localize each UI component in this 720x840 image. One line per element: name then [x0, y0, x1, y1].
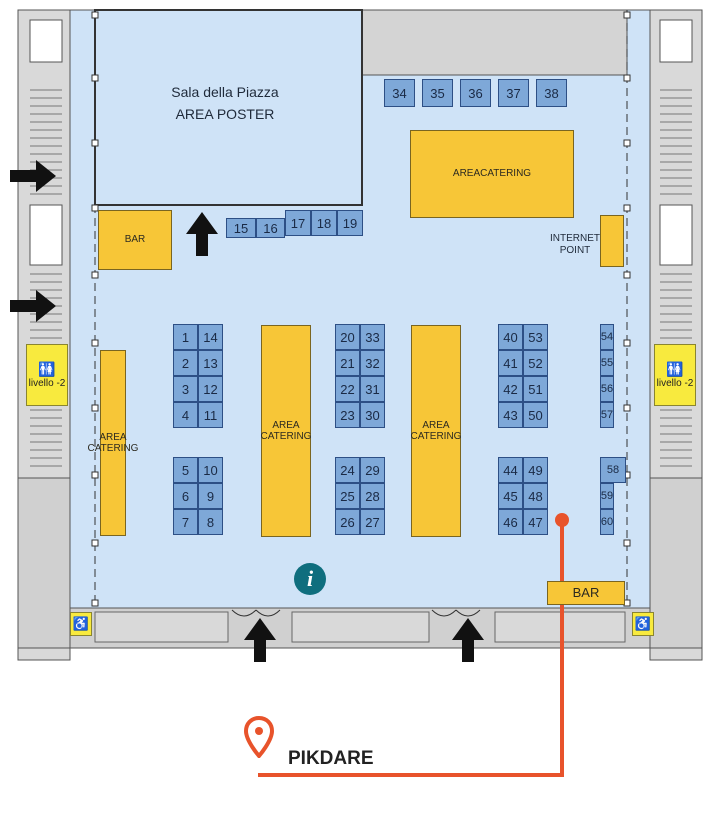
- booth-60: 60: [600, 509, 614, 535]
- booth-12: 12: [198, 376, 223, 402]
- booth-26: 26: [335, 509, 360, 535]
- stairs-left: 🚻 livello -2: [26, 344, 68, 406]
- booth-43: 43: [498, 402, 523, 428]
- internet-word-1: INTERNET: [550, 233, 600, 244]
- bar-area-left: BAR: [98, 210, 172, 270]
- booth-13: 13: [198, 350, 223, 376]
- booth-21: 21: [335, 350, 360, 376]
- booth-9: 9: [198, 483, 223, 509]
- booth-48: 48: [523, 483, 548, 509]
- info-point-icon: i: [294, 563, 326, 595]
- booth-37: 37: [498, 79, 529, 107]
- accessible-icon: ♿: [632, 612, 654, 636]
- booth-1: 1: [173, 324, 198, 350]
- booth-35: 35: [422, 79, 453, 107]
- booth-2: 2: [173, 350, 198, 376]
- booth-29: 29: [360, 457, 385, 483]
- booth-7: 7: [173, 509, 198, 535]
- booth-52: 52: [523, 350, 548, 376]
- booth-54: 54: [600, 324, 614, 350]
- booth-22: 22: [335, 376, 360, 402]
- location-pin-icon: [244, 716, 274, 758]
- stairs-right-label: livello -2: [656, 378, 694, 389]
- booth-57: 57: [600, 402, 614, 428]
- restroom-icon: 🚻: [666, 361, 684, 377]
- booth-20: 20: [335, 324, 360, 350]
- booth-53: 53: [523, 324, 548, 350]
- booth-42: 42: [498, 376, 523, 402]
- booth-18: 18: [311, 210, 337, 236]
- booth-49: 49: [523, 457, 548, 483]
- booth-14: 14: [198, 324, 223, 350]
- booth-11: 11: [198, 402, 223, 428]
- booth-34: 34: [384, 79, 415, 107]
- restroom-icon: 🚻: [38, 361, 56, 377]
- booth-47: 47: [523, 509, 548, 535]
- location-label: PIKDARE: [288, 748, 374, 769]
- catering-word-1: AREA: [422, 419, 450, 431]
- stairs-left-label: livello -2: [28, 378, 66, 389]
- entrance-arrow-icon: [10, 290, 56, 322]
- booth-31: 31: [360, 376, 385, 402]
- booth-25: 25: [335, 483, 360, 509]
- entrance-arrow-icon: [186, 212, 218, 256]
- catering-word-2: CATERING: [260, 431, 312, 442]
- booth-4: 4: [173, 402, 198, 428]
- booth-3: 3: [173, 376, 198, 402]
- booth-44: 44: [498, 457, 523, 483]
- booth-41: 41: [498, 350, 523, 376]
- booth-5: 5: [173, 457, 198, 483]
- accessible-icon: ♿: [70, 612, 92, 636]
- booth-33: 33: [360, 324, 385, 350]
- booth-30: 30: [360, 402, 385, 428]
- booth-45: 45: [498, 483, 523, 509]
- booth-10: 10: [198, 457, 223, 483]
- booth-32: 32: [360, 350, 385, 376]
- booth-6: 6: [173, 483, 198, 509]
- stairs-right: 🚻 livello -2: [654, 344, 696, 406]
- catering-word-2: CATERING: [480, 168, 532, 180]
- booth-50: 50: [523, 402, 548, 428]
- booth-59: 59: [600, 483, 614, 509]
- internet-word-2: POINT: [559, 245, 591, 256]
- booth-15: 15: [226, 218, 256, 238]
- booth-8: 8: [198, 509, 223, 535]
- booth-51: 51: [523, 376, 548, 402]
- booth-28: 28: [360, 483, 385, 509]
- sala-title: Sala della Piazza: [171, 84, 279, 100]
- booth-16: 16: [256, 218, 285, 238]
- booth-40: 40: [498, 324, 523, 350]
- booth-24: 24: [335, 457, 360, 483]
- entrance-arrow-icon: [452, 618, 484, 662]
- booth-38: 38: [536, 79, 567, 107]
- booth-56: 56: [600, 376, 614, 402]
- entrance-arrow-icon: [10, 160, 56, 192]
- catering-word-1: AREA: [99, 431, 127, 443]
- booth-58: 58: [600, 457, 626, 483]
- booth-46: 46: [498, 509, 523, 535]
- booth-23: 23: [335, 402, 360, 428]
- entrance-arrow-icon: [244, 618, 276, 662]
- booth-36: 36: [460, 79, 491, 107]
- catering-word-2: CATERING: [87, 443, 139, 454]
- catering-word-2: CATERING: [410, 431, 462, 442]
- catering-word-1: AREA: [452, 168, 481, 180]
- booth-27: 27: [360, 509, 385, 535]
- sala-subtitle: AREA POSTER: [175, 106, 275, 122]
- booth-19: 19: [337, 210, 363, 236]
- booth-17: 17: [285, 210, 311, 236]
- booth-55: 55: [600, 350, 614, 376]
- internet-point-area: [600, 215, 624, 267]
- bar-area-bottom: BAR: [547, 581, 625, 605]
- catering-word-1: AREA: [272, 419, 300, 431]
